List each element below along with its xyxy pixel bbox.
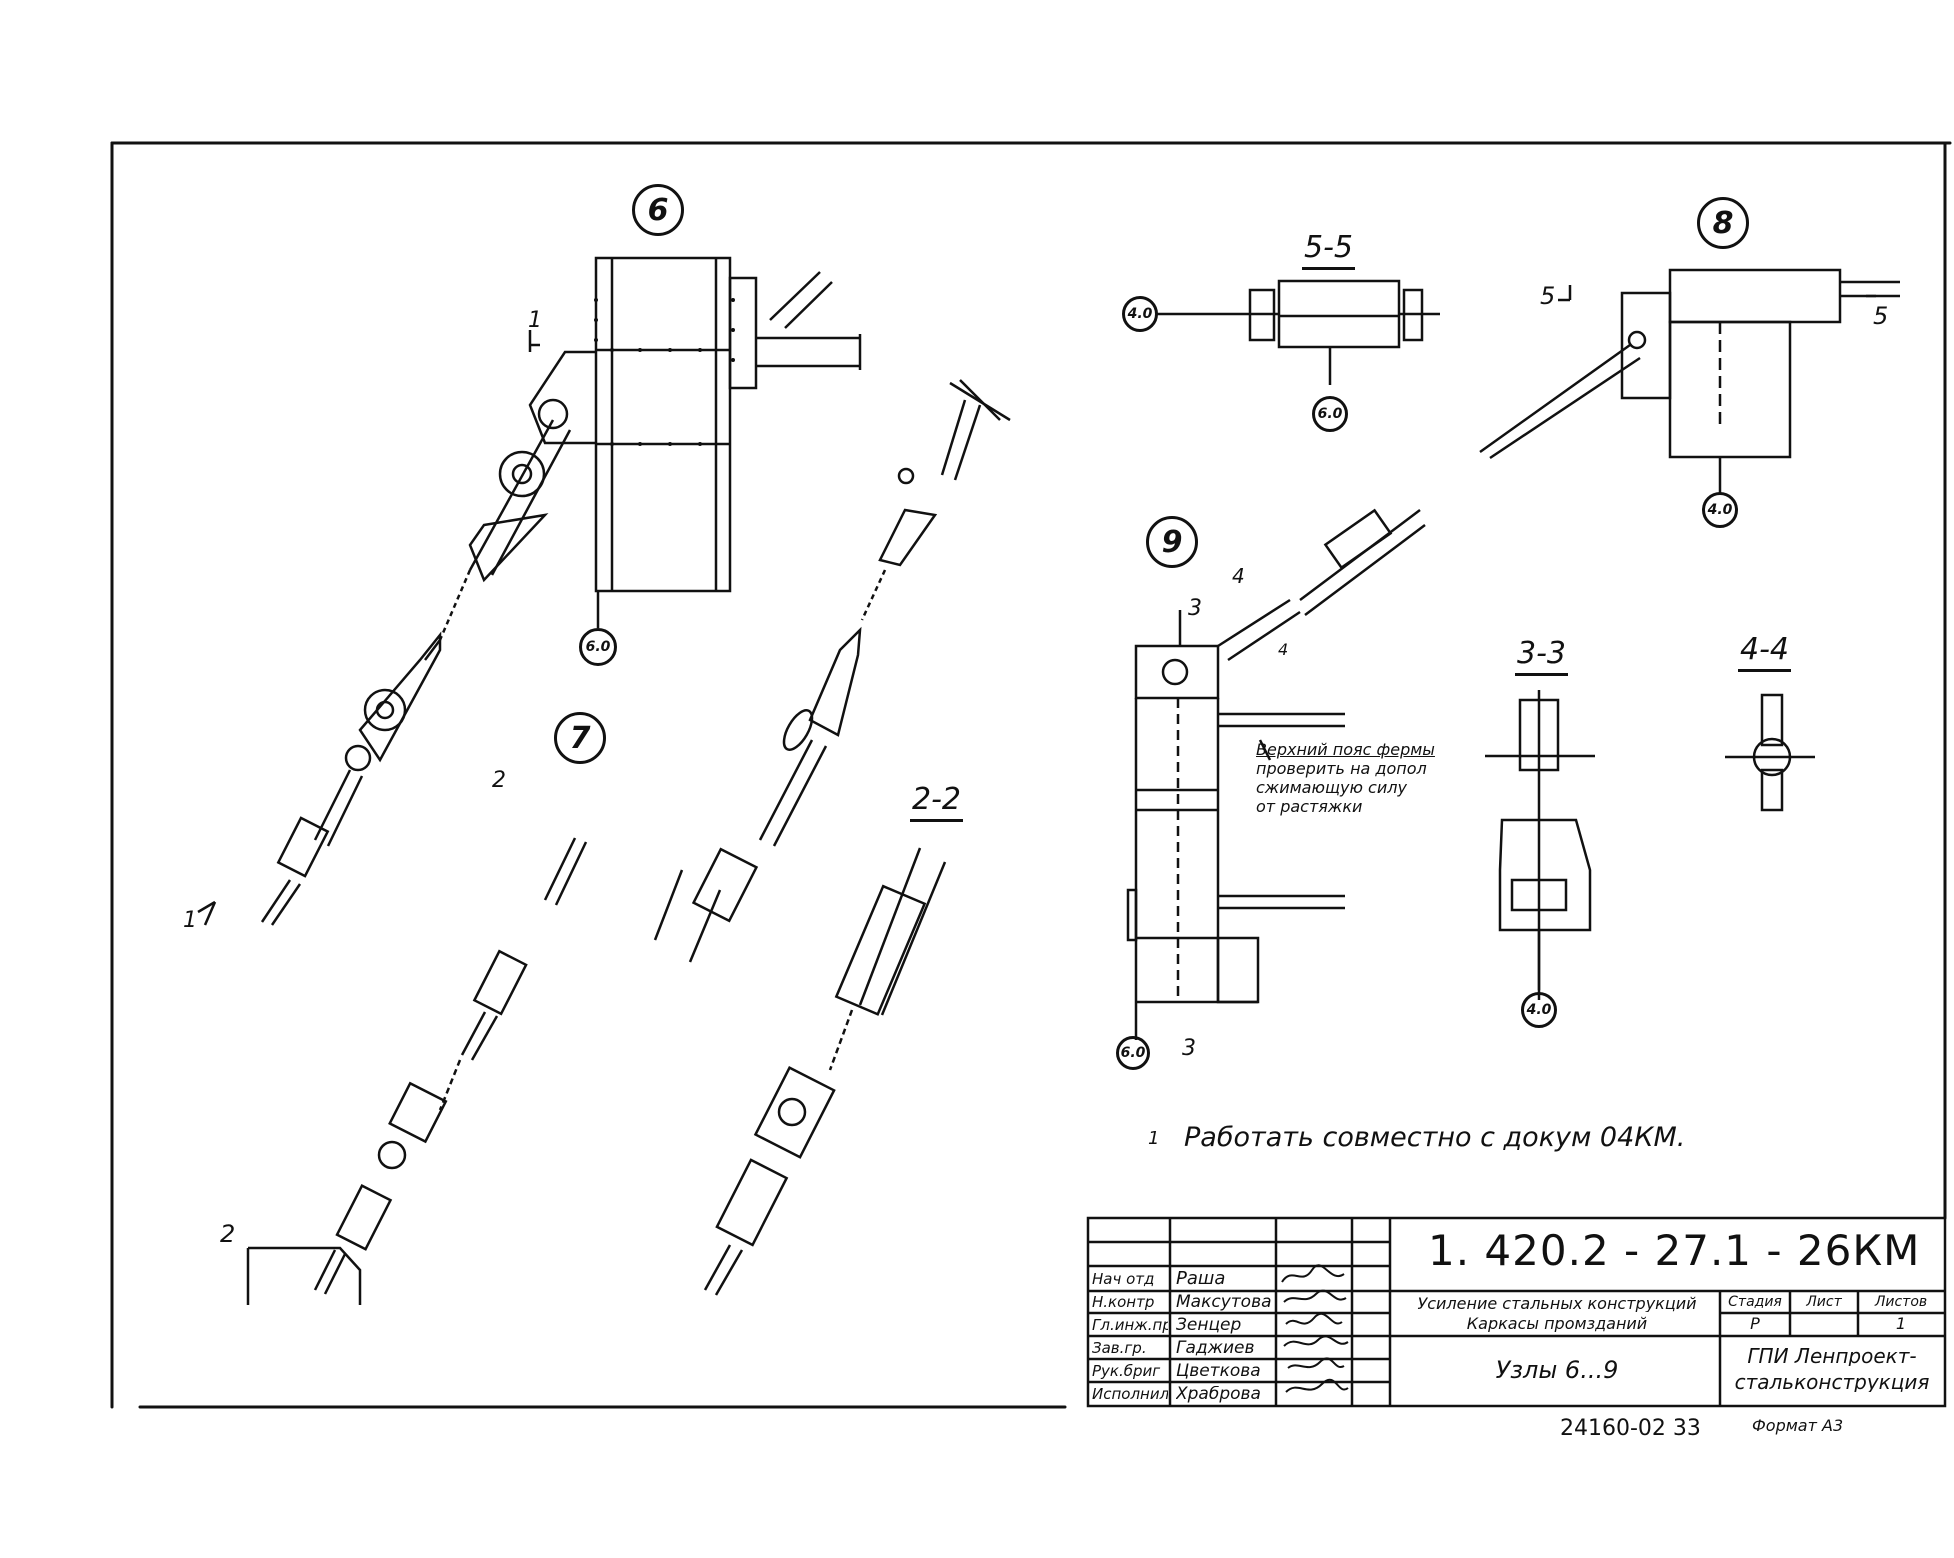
section-5-5-drawing xyxy=(1156,279,1440,385)
name-4: Цветкова xyxy=(1176,1363,1261,1380)
section-4-4-drawing xyxy=(1725,693,1815,812)
section-title-3-3: 3-3 xyxy=(1515,636,1568,676)
cut-label-1-bottom: 1 xyxy=(183,908,197,933)
stage-label: Стадия xyxy=(1728,1295,1782,1309)
role-0: Нач отд xyxy=(1092,1272,1155,1287)
description-line-1: Усиление стальных конструкций xyxy=(1417,1296,1697,1312)
role-1: Н.контр xyxy=(1092,1295,1155,1310)
node-8-drawing xyxy=(1479,268,1900,495)
section-title-5-5: 5-5 xyxy=(1302,230,1355,270)
sheet-title: Узлы 6...9 xyxy=(1495,1358,1619,1382)
cut-label-4-bottom: 4 xyxy=(1278,640,1289,659)
organization-line-2: стальконструкция xyxy=(1734,1372,1930,1392)
role-2: Гл.инж.пр xyxy=(1092,1318,1168,1333)
role-5: Исполнил xyxy=(1092,1387,1168,1402)
annotation-line-3: сжимающую силу xyxy=(1256,778,1407,797)
view-marker-7: 7 xyxy=(554,712,606,764)
paper-format: Формат А3 xyxy=(1752,1416,1844,1435)
ref-6-0-section55: 6.0 xyxy=(1312,396,1348,432)
name-2: Зенцер xyxy=(1176,1317,1242,1334)
note-text: Работать совместно с докум 04КМ. xyxy=(1184,1122,1686,1153)
organization-line-1: ГПИ Ленпроект- xyxy=(1747,1346,1917,1366)
ref-6-0-node6: 6.0 xyxy=(579,628,617,666)
annotation-line-1: Верхний пояс фермы xyxy=(1256,740,1435,759)
sheets-value: 1 xyxy=(1895,1316,1907,1332)
cut-label-3-top: 3 xyxy=(1188,596,1202,621)
role-4: Рук.бриг xyxy=(1092,1364,1161,1379)
name-1: Максутова xyxy=(1176,1294,1272,1311)
cut-label-5-right: 5 xyxy=(1873,302,1889,330)
sheet-label: Лист xyxy=(1806,1295,1842,1309)
view-marker-8: 8 xyxy=(1697,197,1749,249)
ref-4-0-section33: 4.0 xyxy=(1521,992,1557,1028)
ref-4-0-section55: 4.0 xyxy=(1122,296,1158,332)
description-line-2: Каркасы промзданий xyxy=(1466,1316,1648,1332)
annotation-line-4: от растяжки xyxy=(1256,797,1363,816)
sheets-label: Листов xyxy=(1874,1295,1928,1309)
drawing-code: 1. 420.2 - 27.1 - 26КМ xyxy=(1428,1230,1921,1272)
view-marker-6: 6 xyxy=(632,184,684,236)
cut-label-3-bottom: 3 xyxy=(1182,1036,1196,1061)
inventory-number: 24160-02 33 xyxy=(1560,1416,1701,1441)
view-marker-9: 9 xyxy=(1146,516,1198,568)
section-title-2-2: 2-2 xyxy=(910,782,963,822)
role-3: Зав.гр. xyxy=(1092,1341,1147,1356)
annotation-line-2: проверить на допол xyxy=(1256,759,1427,778)
section-title-4-4: 4-4 xyxy=(1738,632,1791,672)
cut-label-5-left: 5 xyxy=(1540,282,1556,310)
node-7-drawing xyxy=(246,379,1011,1305)
name-3: Гаджиев xyxy=(1176,1340,1255,1357)
annotation-top-chord: Верхний пояс фермы проверить на допол сж… xyxy=(1256,742,1435,815)
signatures xyxy=(1281,1264,1349,1393)
section-3-3-drawing xyxy=(1485,690,1595,1000)
note-number: 1 xyxy=(1148,1128,1160,1149)
ref-6-0-node9: 6.0 xyxy=(1116,1036,1150,1070)
title-block-grid xyxy=(1086,1216,1947,1408)
node-6-drawing xyxy=(197,256,862,926)
cut-label-1-top: 1 xyxy=(528,308,542,333)
name-0: Раша xyxy=(1176,1270,1226,1288)
node-9-drawing xyxy=(1126,508,1426,1040)
cut-label-2-bottom: 2 xyxy=(220,1220,236,1248)
cut-label-4-top: 4 xyxy=(1232,564,1245,588)
ref-4-0-node8: 4.0 xyxy=(1702,492,1738,528)
cut-label-2-top: 2 xyxy=(492,768,506,793)
stage-value: Р xyxy=(1750,1316,1760,1332)
name-5: Храброва xyxy=(1176,1386,1261,1403)
